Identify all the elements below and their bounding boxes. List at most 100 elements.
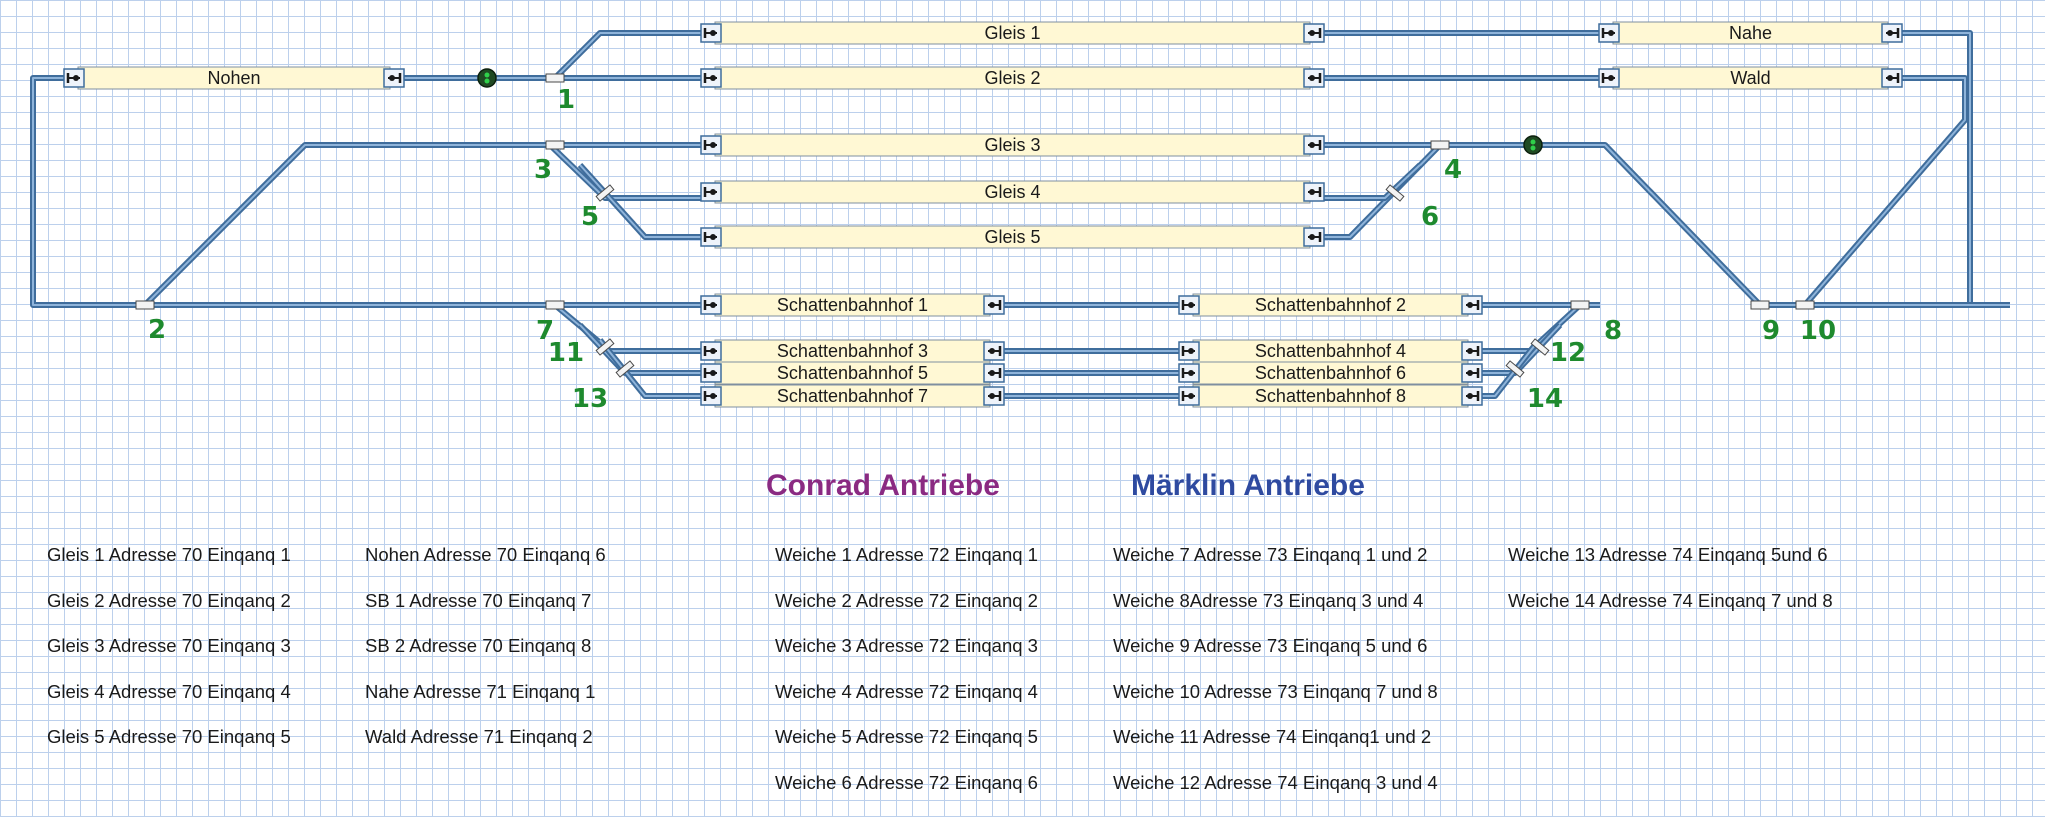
track-end-icon (700, 135, 722, 155)
track-end-icon (1461, 341, 1483, 361)
track-label: Gleis 2 (984, 68, 1040, 88)
address-note: Weiche 3 Adresse 72 Einqanq 3 (775, 635, 1038, 656)
address-note: Gleis 1 Adresse 70 Einqanq 1 (47, 544, 291, 565)
signals (477, 68, 1543, 155)
track-end-icon (1178, 386, 1200, 406)
track-label: Schattenbahnhof 8 (1255, 386, 1406, 406)
heading-conrad: Conrad Antriebe (766, 469, 1000, 502)
track-section-sb8: Schattenbahnhof 8 (1192, 384, 1469, 408)
address-note: Nahe Adresse 71 Einqanq 1 (365, 681, 596, 702)
switch-number: 7 (536, 316, 554, 346)
address-note: SB 1 Adresse 70 Einqanq 7 (365, 590, 592, 611)
track-end-icon (700, 182, 722, 202)
signal-icon[interactable] (477, 68, 497, 88)
track-label: Schattenbahnhof 7 (777, 386, 928, 406)
track-end-icon (1303, 182, 1325, 202)
track-end-icon (983, 386, 1005, 406)
track-end-icon (1461, 295, 1483, 315)
track-sections: Gleis 1 Gleis 2 Gleis 3 Gleis 4 Gleis 5 Nohen… (63, 21, 1903, 408)
track-section-sb1: Schattenbahnhof 1 (714, 293, 991, 317)
switch-number: 3 (534, 155, 552, 185)
switch-mark[interactable] (1385, 184, 1405, 202)
address-note: SB 2 Adresse 70 Einqanq 8 (365, 635, 592, 656)
address-note: Weiche 12 Adresse 74 Einqanq 3 und 4 (1113, 772, 1438, 793)
switch-number: 14 (1527, 384, 1563, 414)
track-end-icon (700, 386, 722, 406)
track-section-sb2: Schattenbahnhof 2 (1192, 293, 1469, 317)
switch-mark[interactable] (1795, 300, 1815, 310)
address-note: Weiche 14 Adresse 74 Einqanq 7 und 8 (1508, 590, 1833, 611)
track-end-icon (1303, 135, 1325, 155)
track-end-icon (983, 295, 1005, 315)
switch-mark[interactable] (545, 73, 565, 83)
track-end-icon (63, 68, 85, 88)
switch-number: 5 (581, 202, 599, 232)
switch-number: 4 (1444, 155, 1462, 185)
track-plan: Gleis 1 Gleis 2 Gleis 3 Gleis 4 Gleis 5 Nohen… (30, 21, 2010, 414)
track-end-icon (700, 295, 722, 315)
track-end-icon (700, 341, 722, 361)
track-end-icon (1598, 23, 1620, 43)
track-end-icon (983, 363, 1005, 383)
switch-mark[interactable] (595, 338, 615, 356)
track-label: Schattenbahnhof 4 (1255, 341, 1406, 361)
track-section-wald: Wald (1612, 66, 1889, 90)
track-label: Nohen (207, 68, 260, 88)
switch-mark[interactable] (1570, 300, 1590, 310)
address-note: Weiche 7 Adresse 73 Einqanq 1 und 2 (1113, 544, 1428, 565)
switch-mark[interactable] (135, 300, 155, 310)
switch-mark[interactable] (615, 360, 635, 378)
switch-number: 11 (548, 338, 584, 368)
switch-mark[interactable] (1530, 338, 1550, 356)
switch-number: 10 (1800, 316, 1836, 346)
track-section-sb4: Schattenbahnhof 4 (1192, 339, 1469, 363)
address-note: Wald Adresse 71 Einqanq 2 (365, 726, 593, 747)
track-end-icon (1598, 68, 1620, 88)
switch-number: 12 (1550, 338, 1586, 368)
track-label: Schattenbahnhof 6 (1255, 363, 1406, 383)
track-label: Nahe (1729, 23, 1772, 43)
switch-number: 13 (572, 384, 608, 414)
address-note: Gleis 3 Adresse 70 Einqanq 3 (47, 635, 291, 656)
switch-marks (135, 73, 1815, 378)
address-note: Weiche 6 Adresse 72 Einqanq 6 (775, 772, 1038, 793)
switch-mark[interactable] (1430, 140, 1450, 150)
address-note: Gleis 2 Adresse 70 Einqanq 2 (47, 590, 291, 611)
switch-number: 8 (1604, 316, 1622, 346)
track-section-gleis1: Gleis 1 (714, 21, 1311, 45)
track-label: Schattenbahnhof 2 (1255, 295, 1406, 315)
switch-mark[interactable] (1505, 360, 1525, 378)
track-section-gleis4: Gleis 4 (714, 180, 1311, 204)
switch-mark[interactable] (595, 184, 615, 202)
track-end-icon (1461, 363, 1483, 383)
signal-icon[interactable] (1523, 135, 1543, 155)
address-note: Gleis 5 Adresse 70 Einqanq 5 (47, 726, 291, 747)
address-note: Weiche 8Adresse 73 Einqanq 3 und 4 (1113, 590, 1424, 611)
address-note: Weiche 5 Adresse 72 Einqanq 5 (775, 726, 1038, 747)
track-end-icon (1303, 23, 1325, 43)
track-section-gleis3: Gleis 3 (714, 133, 1311, 157)
track-end-icon (1178, 341, 1200, 361)
switch-number: 9 (1762, 316, 1780, 346)
switch-number: 6 (1421, 202, 1439, 232)
track-end-icon (1178, 295, 1200, 315)
switch-mark[interactable] (545, 140, 565, 150)
track-label: Gleis 3 (984, 135, 1040, 155)
switch-mark[interactable] (545, 300, 565, 310)
track-label: Schattenbahnhof 1 (777, 295, 928, 315)
track-section-nahe: Nahe (1612, 21, 1889, 45)
track-end-icon (1303, 68, 1325, 88)
track-section-sb7: Schattenbahnhof 7 (714, 384, 991, 408)
track-section-gleis5: Gleis 5 (714, 225, 1311, 249)
track-end-icon (1881, 68, 1903, 88)
track-end-icon (383, 68, 405, 88)
address-note: Weiche 4 Adresse 72 Einqanq 4 (775, 681, 1038, 702)
switch-number: 2 (148, 315, 166, 345)
track-label: Gleis 5 (984, 227, 1040, 247)
switch-number: 1 (557, 85, 575, 115)
track-end-icon (700, 227, 722, 247)
address-note: Weiche 2 Adresse 72 Einqanq 2 (775, 590, 1038, 611)
track-label: Gleis 1 (984, 23, 1040, 43)
switch-mark[interactable] (1750, 300, 1770, 310)
track-end-icon (700, 23, 722, 43)
